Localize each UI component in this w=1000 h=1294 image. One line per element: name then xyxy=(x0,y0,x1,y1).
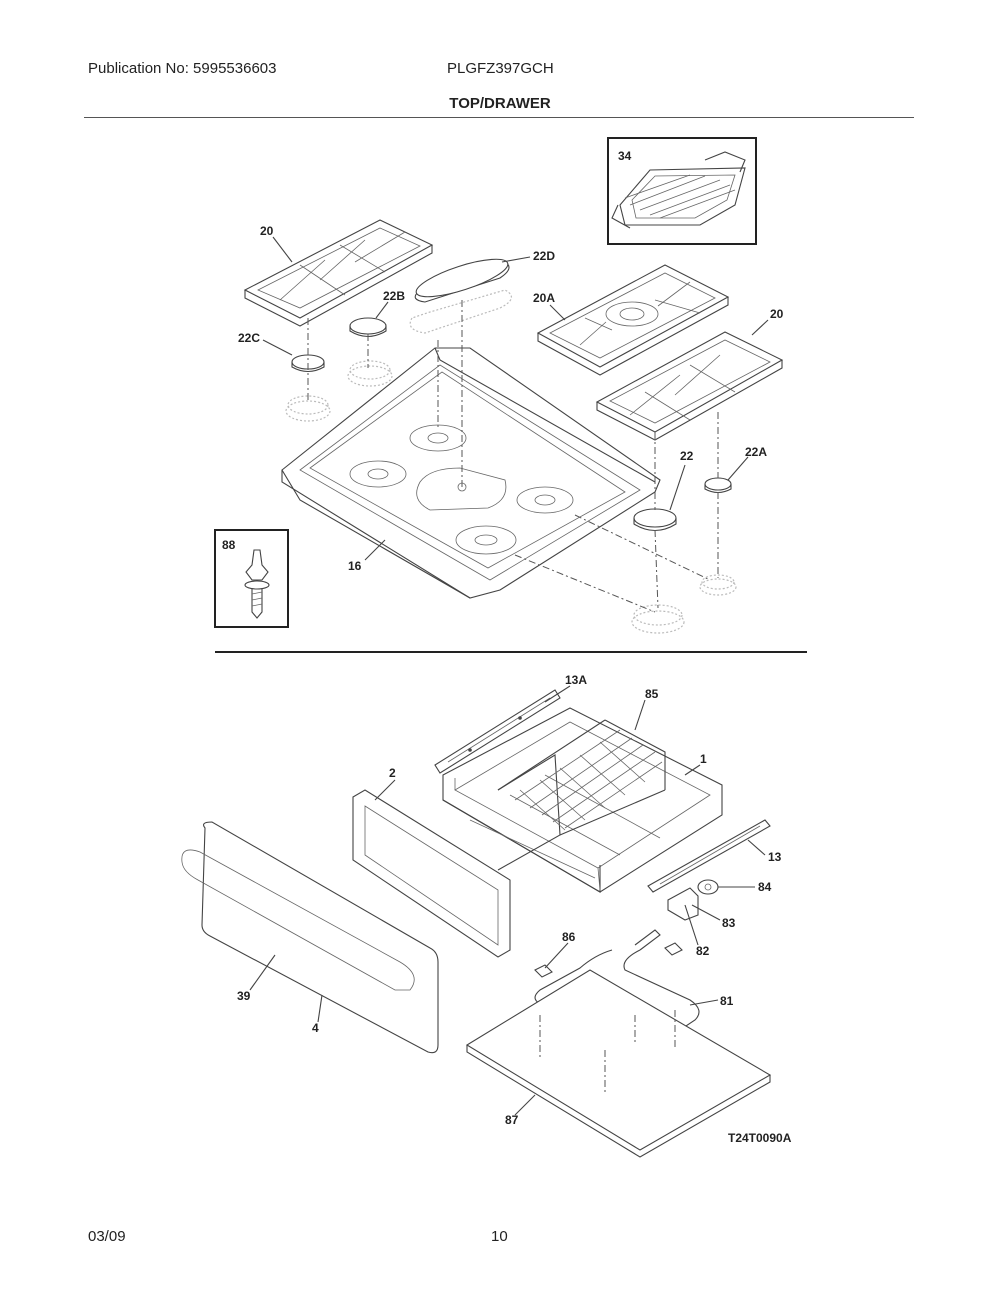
assembly-lines-top xyxy=(307,300,719,613)
clip-86 xyxy=(534,964,553,978)
drawer-slide-right xyxy=(647,819,771,893)
grate-center xyxy=(536,264,730,376)
callout-22b: 22B xyxy=(383,289,405,303)
burner-head-22c xyxy=(285,395,331,422)
callout-84: 84 xyxy=(758,880,772,894)
callout-86: 86 xyxy=(562,930,576,944)
griddle-illustration xyxy=(611,151,746,229)
bracket-83 xyxy=(667,887,699,921)
publication-number: Publication No: 5995536603 xyxy=(88,60,277,77)
callout-20a: 20A xyxy=(533,291,555,305)
callout-16: 16 xyxy=(348,559,362,573)
burner-head-22a xyxy=(699,574,737,596)
burner-cap-22b xyxy=(349,317,387,338)
grate-right xyxy=(595,331,784,441)
callout-13: 13 xyxy=(768,850,782,864)
callout-22c: 22C xyxy=(238,331,260,345)
page-number: 10 xyxy=(491,1228,508,1245)
drawer-front xyxy=(181,821,439,1054)
drawer-panel-frame xyxy=(352,789,511,958)
callout-13a: 13A xyxy=(565,673,587,687)
callout-88: 88 xyxy=(222,538,236,552)
callout-83: 83 xyxy=(722,916,736,930)
diagram-code: T24T0090A xyxy=(728,1131,792,1145)
callout-20-right: 20 xyxy=(770,307,784,321)
callout-87: 87 xyxy=(505,1113,519,1127)
clip-82 xyxy=(664,942,683,956)
footer-date: 03/09 xyxy=(88,1228,126,1245)
callout-2: 2 xyxy=(389,766,396,780)
drawer-rack xyxy=(497,719,666,871)
bracket-84 xyxy=(697,879,719,895)
callout-22a: 22A xyxy=(745,445,767,459)
cooktop xyxy=(281,347,661,599)
callout-labels: 20 22D 22B 22C 20A 20 34 22 22A 16 88 13… xyxy=(222,149,784,1127)
screw-illustration xyxy=(244,549,270,619)
header-rule xyxy=(84,117,914,118)
callout-85: 85 xyxy=(645,687,659,701)
burner-cap-22a xyxy=(704,477,732,494)
callout-81: 81 xyxy=(720,994,734,1008)
griddle-burner-cap xyxy=(409,258,512,334)
callout-20-left: 20 xyxy=(260,224,274,238)
callout-34: 34 xyxy=(618,149,632,163)
burner-cap-22 xyxy=(633,508,677,532)
drawer-slide-left xyxy=(434,689,561,774)
burner-head-22 xyxy=(631,604,685,634)
callout-39: 39 xyxy=(237,989,251,1003)
callout-82: 82 xyxy=(696,944,710,958)
callout-1: 1 xyxy=(700,752,707,766)
callout-22: 22 xyxy=(680,449,694,463)
grate-left xyxy=(243,219,434,327)
burner-head-22b xyxy=(347,360,393,387)
inset-griddle xyxy=(607,137,757,245)
section-title: TOP/DRAWER xyxy=(449,95,551,112)
assembly-lines-drawer xyxy=(539,1010,676,1095)
model-number: PLGFZ397GCH xyxy=(447,60,554,77)
callout-4: 4 xyxy=(312,1021,319,1035)
inset-screw xyxy=(214,529,289,628)
drawer-bottom-pan xyxy=(465,969,772,1158)
leader-lines xyxy=(249,236,769,1116)
callout-22d: 22D xyxy=(533,249,555,263)
